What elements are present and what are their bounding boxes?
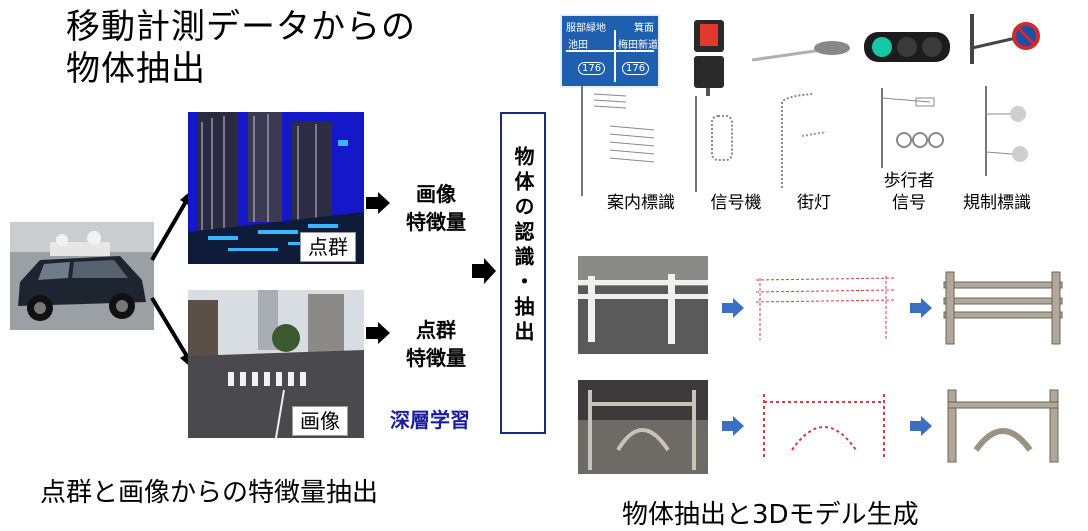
traffic-signal-label: 信号機 <box>710 193 762 213</box>
object-label-guide-sign: 案内標識 <box>596 192 686 214</box>
flow-arrow-2b <box>910 416 932 436</box>
guardrail-model-2 <box>947 389 1059 463</box>
sign-route-left: 176 <box>578 62 606 75</box>
sign-horizontal-line <box>566 50 654 52</box>
regulatory-sign-label: 規制標識 <box>963 193 1031 213</box>
recognition-extraction-box: 物体の認識・抽出 <box>500 112 546 434</box>
street-lamp-photo <box>752 41 850 62</box>
flow-arrow-1a <box>722 298 744 318</box>
guardrail-points-2 <box>763 394 885 458</box>
image-caption: 画像 <box>292 406 348 436</box>
point-cloud-caption: 点群 <box>300 232 356 262</box>
image-features-line-1: 画像 <box>416 182 456 206</box>
sign-top-left: 服部緑地 <box>566 23 606 34</box>
pedestrian-signal-label-2: 信号 <box>892 193 926 213</box>
street-lamp-points <box>781 93 827 188</box>
object-model-caption: 物体抽出と3Dモデル生成 <box>622 500 919 530</box>
sign-mid-left: 池田 <box>568 40 588 51</box>
guardrail-points-1 <box>755 276 895 340</box>
pedestrian-signal-photo <box>864 32 950 62</box>
arrow-to-image-features <box>366 192 390 214</box>
title-line-1: 移動計測データからの <box>66 7 416 47</box>
regulatory-sign-points <box>985 86 1028 176</box>
diagram-title: 移動計測データからの 物体抽出 <box>66 6 486 90</box>
point-cloud-image <box>188 112 364 264</box>
flow-arrow-2a <box>722 416 744 436</box>
traffic-signal-photo <box>694 20 724 96</box>
feature-extraction-caption: 点群と画像からの特徴量抽出 <box>40 478 379 508</box>
title-line-2: 物体抽出 <box>66 49 206 89</box>
object-label-traffic-signal: 信号機 <box>696 192 776 214</box>
flow-arrow-1b <box>910 298 932 318</box>
sign-mid-right: 梅田新道 <box>618 40 658 51</box>
object-label-regulatory-sign: 規制標識 <box>952 192 1042 214</box>
recognition-extraction-text: 物体の認識・抽出 <box>511 146 535 346</box>
image-features-line-2: 特徴量 <box>406 210 466 234</box>
image-features-label: 画像 特徴量 <box>396 180 476 236</box>
guardrail-photo-2 <box>578 380 708 474</box>
guide-sign: 服部緑地 箕面 池田 梅田新道 176 176 <box>560 14 660 88</box>
street-lamp-label: 街灯 <box>797 193 831 213</box>
pedestrian-signal-points <box>881 88 944 168</box>
sign-route-right: 176 <box>622 62 650 75</box>
pointcloud-features-label: 点群 特徴量 <box>396 316 476 372</box>
arrow-to-pointcloud-features <box>366 322 390 344</box>
pointcloud-features-line-2: 特徴量 <box>406 346 466 370</box>
pedestrian-signal-label-1: 歩行者 <box>883 171 935 191</box>
object-label-pedestrian-signal: 歩行者 信号 <box>874 170 944 214</box>
object-label-street-lamp: 街灯 <box>784 192 844 214</box>
sign-top-right: 箕面 <box>634 23 654 34</box>
guardrail-model-1 <box>943 271 1063 345</box>
mapping-vehicle-photo <box>10 222 154 330</box>
regulatory-sign-photo <box>970 14 1040 64</box>
deep-learning-label: 深層学習 <box>390 408 470 432</box>
arrow-to-recognition <box>472 258 496 284</box>
guardrail-photo-1 <box>578 256 708 354</box>
guide-sign-label: 案内標識 <box>607 193 675 213</box>
sign-vertical-line <box>614 30 616 82</box>
guide-sign-points <box>581 86 655 196</box>
pointcloud-features-line-1: 点群 <box>416 318 456 342</box>
traffic-signal-points <box>695 96 733 192</box>
